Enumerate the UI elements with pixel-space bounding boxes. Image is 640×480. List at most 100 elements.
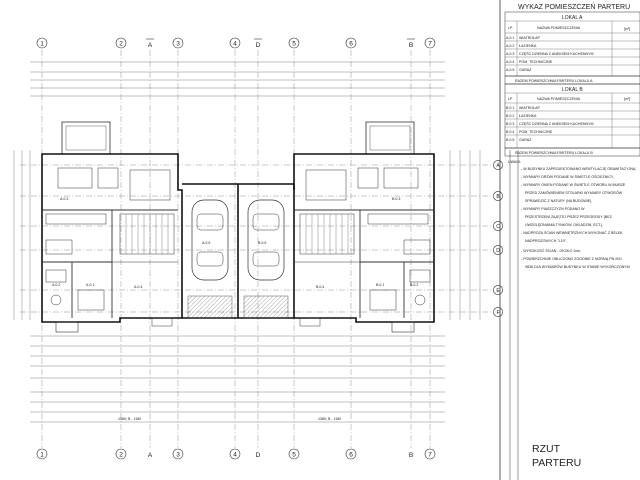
svg-text:E: E xyxy=(496,288,500,294)
lokal-b-row-name: ŁAZIENKA xyxy=(519,114,537,118)
axis-bubble-bottom-6: 6 xyxy=(345,448,357,460)
stairs-a xyxy=(119,213,175,255)
col-area-unit: [m²] xyxy=(624,27,630,31)
row-bubble-f: F xyxy=(493,307,503,317)
svg-text:1: 1 xyxy=(40,41,44,48)
lokal-a-row-lp: A.0.3 xyxy=(506,52,514,56)
overall-dim-right: 1380; B - 1180 xyxy=(318,417,341,421)
axis-bubble-top-3: 3 xyxy=(172,37,184,49)
axis-grid: 1 2 3 4 5 6 7 A D B 1 2 3 4 5 6 7 A D B … xyxy=(20,37,503,460)
axis-bubble-top-5: 5 xyxy=(288,37,300,49)
note-line: PRZED ZAMÓWIENIEM STOLARKI WYMIARY OTWOR… xyxy=(525,190,623,195)
col-name: NAZWA POMIESZCZENIA xyxy=(537,97,581,101)
note-line: - WYSOKOŚĆ ŚCIAN - OKOŁO 2cm, xyxy=(521,248,581,253)
axis-letter-bottom-b: B xyxy=(409,452,413,459)
lokal-a-row-lp: A.0.2 xyxy=(506,44,514,48)
svg-text:7: 7 xyxy=(428,41,432,48)
note-line: UWZGLĘDNIANIA TYNKÓW, OKŁADZIN, ECT.), xyxy=(525,222,603,227)
axis-bubble-bottom-1: 1 xyxy=(36,448,48,460)
lokal-a-total: RAZEM POWIERZCHNIA PARTERU LOKALU A xyxy=(515,79,593,83)
drawing-title-line2: PARTERU xyxy=(532,457,581,469)
svg-text:5: 5 xyxy=(292,41,296,48)
room-label: A.0.2 xyxy=(52,283,60,287)
room-label: B.0.2 xyxy=(410,283,418,287)
svg-text:7: 7 xyxy=(428,452,432,459)
room-label: A.0.4 xyxy=(134,285,142,289)
svg-text:D: D xyxy=(496,248,500,254)
row-bubble-a: A xyxy=(493,160,503,170)
room-label: A.0.1 xyxy=(86,283,94,287)
svg-text:B: B xyxy=(496,194,500,200)
axis-bubble-bottom-2: 2 xyxy=(115,448,127,460)
svg-text:3: 3 xyxy=(176,452,180,459)
furniture-b xyxy=(305,167,431,311)
note-line: - WYMIARY DRZWI PODANE W ŚWIETLE OŚCIEŻN… xyxy=(521,174,614,179)
svg-text:3: 3 xyxy=(176,41,180,48)
col-name: NAZWA POMIESZCZENIA xyxy=(537,26,581,30)
porches xyxy=(61,121,415,155)
room-list-heading: WYKAZ POMIESZCZEŃ PARTERU xyxy=(518,2,630,11)
svg-text:2: 2 xyxy=(119,41,123,48)
note-line: - POWIERZCHNIE OBLICZONO ZGODNIE Z NORMĄ… xyxy=(521,257,622,261)
svg-text:1: 1 xyxy=(40,452,44,459)
overall-dim-left: 1380; B - 1180 xyxy=(118,417,141,421)
notes-title: UWAGI: xyxy=(508,160,521,164)
row-bubble-d: D xyxy=(493,245,503,255)
axis-letter-top-a: A xyxy=(148,42,153,49)
axis-bubble-top-1: 1 xyxy=(36,37,48,49)
car-icon xyxy=(191,199,229,281)
lokal-b-row-lp: B.0.2 xyxy=(506,114,514,118)
room-label: B.0.5 xyxy=(258,241,266,245)
lokal-b-row-lp: B.0.5 xyxy=(506,138,514,142)
note-line: SPRAWDZIĆ Z NATURY (NA BUDOWIE), xyxy=(525,198,592,203)
lokal-b-row-name: POM. TECHNICZNE xyxy=(519,130,553,134)
svg-text:6: 6 xyxy=(349,452,353,459)
svg-text:5: 5 xyxy=(292,452,296,459)
lokal-a-row-lp: A.0.1 xyxy=(506,36,514,40)
row-bubble-b: B xyxy=(493,191,503,201)
lokal-b-label: LOKAL B xyxy=(562,87,583,93)
axis-bubble-top-6: 6 xyxy=(345,37,357,49)
note-line: - W BUDYNKU ZAPROJEKTOWANO WENTYLACJĘ GR… xyxy=(521,167,636,171)
lokal-a-row-name: CZĘŚĆ DZIENNA Z ANEKSEM KUCHENNYM xyxy=(519,51,593,56)
title-block: WYKAZ POMIESZCZEŃ PARTERU LOKAL A LP NAZ… xyxy=(499,0,640,480)
lokal-a-row-lp: A.0.4 xyxy=(506,60,514,64)
note-line: PRZESTRZENI ZAJĘTEJ PRZEZ PRZEGRODY (BEZ xyxy=(525,215,613,219)
building-plan: A.0.3 A.0.2 A.0.1 A.0.4 A.0.5 B.0.5 B.0.… xyxy=(41,153,435,333)
car-icon xyxy=(247,199,285,281)
lokal-b-row-lp: B.0.4 xyxy=(506,130,514,134)
col-lp: LP xyxy=(508,97,513,101)
row-bubble-c: C xyxy=(493,221,503,231)
room-label: B.0.1 xyxy=(376,283,384,287)
stairs-b xyxy=(299,213,355,255)
svg-text:F: F xyxy=(496,310,499,316)
lokal-b-row-lp: B.0.1 xyxy=(506,106,514,110)
note-line: NADPROŻOWYCH "L19", xyxy=(525,238,567,243)
lokal-a-row-name: GARAŻ xyxy=(519,67,532,72)
note-line: - NADPROŻA ŚCIAN WEWNĘTRZNYCH WYKONAĆ Z … xyxy=(521,230,623,235)
axis-letter-top-b: B xyxy=(409,42,413,49)
note-line: - WYMIARY PIASZCZYZN PODANO W xyxy=(521,207,585,211)
svg-text:6: 6 xyxy=(349,41,353,48)
lokal-a-label: LOKAL A xyxy=(562,15,583,21)
axis-letter-bottom-a: A xyxy=(148,452,153,459)
axis-bubble-bottom-7: 7 xyxy=(424,448,436,460)
lokal-a-row-lp: A.0.5 xyxy=(506,68,514,72)
svg-text:4: 4 xyxy=(233,41,237,48)
axis-letter-top-d: D xyxy=(256,42,261,49)
axis-bubble-bottom-5: 5 xyxy=(288,448,300,460)
notes: UWAGI: - W BUDYNKU ZAPROJEKTOWANO WENTYL… xyxy=(508,160,636,269)
svg-text:4: 4 xyxy=(233,452,237,459)
lokal-b-total: RAZEM POWIERZCHNIA PARTERU LOKALU B xyxy=(515,151,593,155)
lokal-b-rows: B.0.1 WIATROŁAP B.0.2 ŁAZIENKA B.0.3 CZĘ… xyxy=(505,106,640,142)
lokal-a-row-name: POM. TECHNICZNE xyxy=(519,60,553,64)
axis-bubble-top-2: 2 xyxy=(115,37,127,49)
svg-text:C: C xyxy=(496,224,500,230)
row-bubble-e: E xyxy=(493,285,503,295)
room-label: B.0.4 xyxy=(316,285,324,289)
furniture-a xyxy=(45,167,171,311)
drawing-title-line1: RZUT xyxy=(532,443,561,455)
axis-letter-bottom-d: D xyxy=(256,452,261,459)
axis-bubble-bottom-4: 4 xyxy=(229,448,241,460)
